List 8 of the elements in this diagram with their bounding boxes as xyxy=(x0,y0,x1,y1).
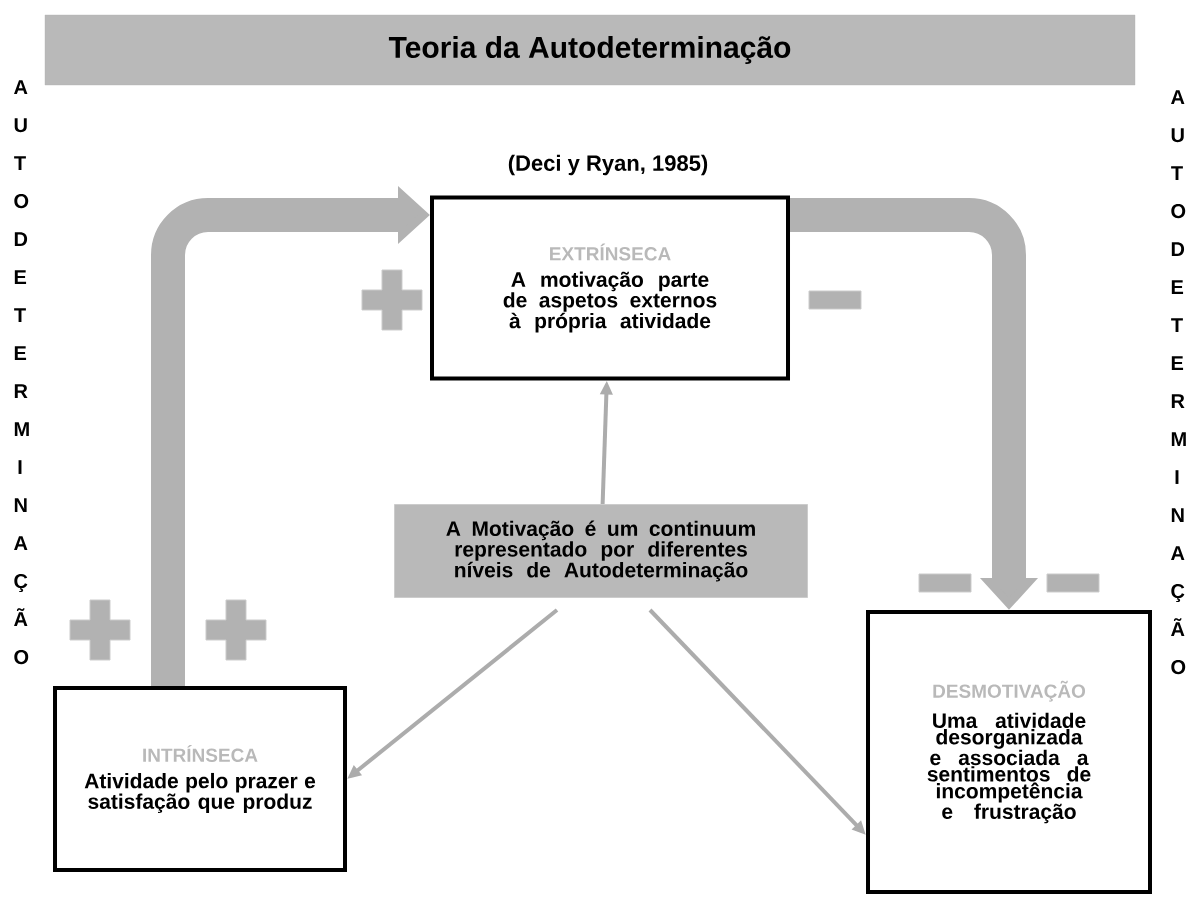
text-box: INTRÍNSECA Atividade pelo prazer e satisfação que produz xyxy=(53,686,347,872)
vertical-text: AUTODETERMINAÇÃO xyxy=(14,80,29,665)
vertical-text: AUTODETERMINAÇÃO xyxy=(1171,90,1186,675)
citation-text: (Deci y Ryan, 1985) xyxy=(508,154,708,176)
text-box: A Motivação é um continuum representado por diferentes níveis de Autodeterminação xyxy=(394,504,808,598)
text-box: DESMOTIVAÇÃO Uma atividade desorganizada e associada a sentimentos de incompetência e frustração xyxy=(866,610,1152,894)
text-box: EXTRÍNSECA A motivação parte de aspetos externos à própria atividade xyxy=(430,195,790,381)
title-banner: Teoria da Autodeterminação xyxy=(44,14,1136,86)
